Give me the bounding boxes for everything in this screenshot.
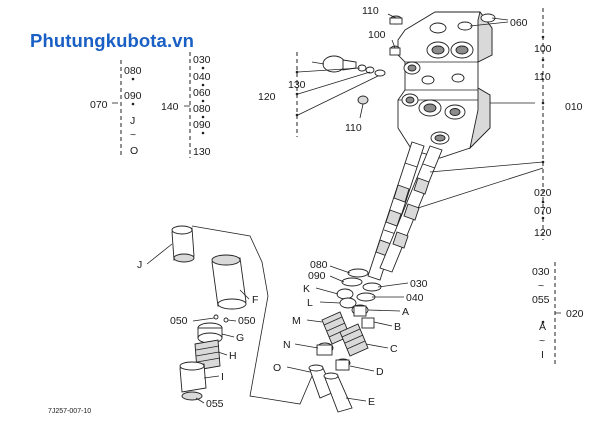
label-060-top: 060	[510, 17, 528, 29]
label-J: J	[137, 259, 142, 271]
label-M: M	[292, 315, 301, 327]
rb-a-item-1: 070	[534, 205, 552, 217]
rb-a-item-0: 020	[534, 187, 552, 199]
col1-item-2: J	[130, 115, 135, 127]
label-030: 030	[410, 278, 428, 290]
col2-item-4: 090	[193, 119, 211, 131]
col1-item-4: O	[130, 145, 138, 157]
label-110-right: 110	[534, 71, 551, 83]
rb-b-item-5: I	[541, 349, 544, 361]
col2-item-2: 060	[193, 87, 211, 99]
label-L: L	[307, 297, 313, 309]
label-140: 140	[161, 101, 179, 113]
label-B: B	[394, 321, 401, 333]
spool-right	[379, 145, 443, 273]
label-E: E	[368, 396, 375, 408]
rb-b-item-1: ~	[538, 280, 544, 292]
label-110-mid: 110	[345, 122, 362, 134]
right-detent-parts	[308, 268, 382, 413]
rb-b-item-3: A	[539, 321, 546, 333]
diagram-code: 7J257-007-10	[48, 408, 91, 415]
col1-item-3: ~	[130, 129, 136, 141]
col2-item-5: 130	[193, 146, 211, 158]
left-detent-parts	[171, 225, 247, 401]
label-070: 070	[90, 99, 108, 111]
label-F: F	[252, 294, 258, 306]
label-120: 120	[258, 91, 276, 103]
label-040: 040	[406, 292, 424, 304]
callout-labels: 110 060 100 100 110 130 120 110 010 070 …	[48, 5, 584, 415]
label-G: G	[236, 332, 244, 344]
separator-dots	[131, 35, 545, 324]
label-K: K	[303, 283, 310, 295]
spring-c	[339, 323, 369, 357]
leader-lines	[112, 13, 561, 404]
col1-item-1: 090	[124, 90, 142, 102]
rb-a-item-2: 120	[534, 227, 552, 239]
label-D: D	[376, 366, 384, 378]
label-O: O	[273, 362, 281, 374]
valve-body	[397, 10, 493, 159]
rb-b-item-4: ~	[539, 335, 545, 347]
label-N: N	[283, 339, 291, 351]
label-055: 055	[206, 398, 224, 410]
label-090: 090	[308, 270, 326, 282]
label-100-right: 100	[534, 43, 552, 55]
label-I: I	[221, 371, 224, 383]
label-050-left: 050	[170, 315, 188, 327]
label-020: 020	[566, 308, 584, 320]
label-100: 100	[368, 29, 386, 41]
label-050-right: 050	[238, 315, 256, 327]
assembly-outline	[191, 225, 313, 405]
col2-item-1: 040	[193, 71, 211, 83]
label-080: 080	[310, 259, 328, 271]
col2-item-0: 030	[193, 54, 211, 66]
label-H: H	[229, 350, 237, 362]
label-130: 130	[288, 79, 306, 91]
rb-b-item-0: 030	[532, 266, 550, 278]
label-010: 010	[565, 101, 583, 113]
col2-item-3: 080	[193, 103, 211, 115]
fittings-group	[322, 13, 496, 105]
rb-b-item-2: 055	[532, 294, 550, 306]
watermark-text: Phutungkubota.vn	[30, 30, 194, 51]
label-110-top: 110	[362, 5, 379, 17]
label-C: C	[390, 343, 398, 355]
label-A: A	[402, 306, 409, 318]
col1-item-0: 080	[124, 65, 142, 77]
